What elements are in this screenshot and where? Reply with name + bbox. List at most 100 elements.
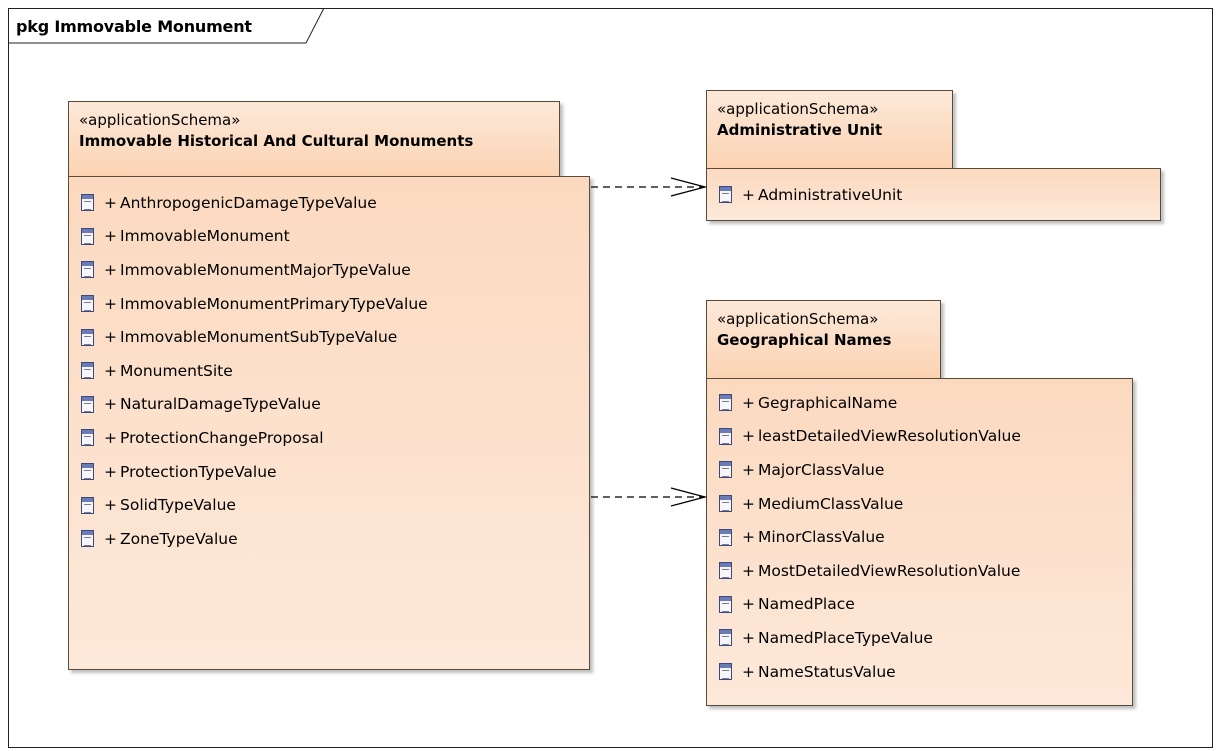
class-item[interactable]: +leastDetailedViewResolutionValue [719,420,1021,454]
class-item[interactable]: +MediumClassValue [719,487,1021,521]
class-item[interactable]: +AnthropogenicDamageTypeValue [81,186,428,220]
visibility-symbol: + [104,328,117,347]
class-name: ZoneTypeValue [120,529,238,548]
class-icon [81,194,94,212]
class-item[interactable]: +ImmovableMonumentPrimaryTypeValue [81,287,428,321]
visibility-symbol: + [742,662,755,681]
package-name: Administrative Unit [717,121,883,139]
class-item[interactable]: +MajorClassValue [719,453,1021,487]
visibility-symbol: + [742,427,755,446]
package-body: +GegraphicalName +leastDetailedViewResol… [706,378,1133,706]
class-item[interactable]: +ProtectionChangeProposal [81,421,428,455]
class-icon [81,261,94,279]
package-name: Geographical Names [717,331,892,349]
class-name: NaturalDamageTypeValue [120,395,321,414]
class-icon [81,463,94,481]
visibility-symbol: + [742,528,755,547]
class-icon [81,530,94,548]
class-name: NamedPlace [758,595,855,614]
class-icon [719,495,732,513]
class-icon [81,496,94,514]
package-name: Immovable Historical And Cultural Monume… [79,132,474,150]
package-tab: «applicationSchema» Geographical Names [706,300,941,379]
class-item[interactable]: +NamedPlace [719,588,1021,622]
class-icon [81,429,94,447]
visibility-symbol: + [742,595,755,614]
class-name: ImmovableMonumentPrimaryTypeValue [120,294,428,313]
visibility-symbol: + [742,460,755,479]
dependency-to-administrative-unit[interactable] [591,177,708,197]
package-stereotype: «applicationSchema» [717,100,879,118]
frame-title-tab [8,8,325,44]
visibility-symbol: + [104,260,117,279]
class-item[interactable]: +AdministrativeUnit [719,178,902,212]
class-list: +GegraphicalName +leastDetailedViewResol… [719,386,1021,688]
visibility-symbol: + [742,561,755,580]
class-name: AnthropogenicDamageTypeValue [120,193,377,212]
package-stereotype: «applicationSchema» [717,310,879,328]
class-icon [719,629,732,647]
visibility-symbol: + [104,428,117,447]
class-icon [719,562,732,580]
class-item[interactable]: +ProtectionTypeValue [81,455,428,489]
class-icon [81,227,94,245]
class-list: +AnthropogenicDamageTypeValue +Immovable… [81,186,428,556]
package-tab: «applicationSchema» Administrative Unit [706,90,953,169]
class-name: MonumentSite [120,361,233,380]
class-icon [719,663,732,681]
class-name: MajorClassValue [758,460,885,479]
class-icon [719,186,732,204]
package-body: +AdministrativeUnit [706,168,1161,221]
class-icon [719,595,732,613]
class-name: leastDetailedViewResolutionValue [758,427,1021,446]
class-icon [81,295,94,313]
class-item[interactable]: +GegraphicalName [719,386,1021,420]
visibility-symbol: + [742,185,755,204]
class-name: NamedPlaceTypeValue [758,628,933,647]
visibility-symbol: + [104,361,117,380]
visibility-symbol: + [104,462,117,481]
class-item[interactable]: +ImmovableMonument [81,220,428,254]
visibility-symbol: + [104,395,117,414]
class-item[interactable]: +ZoneTypeValue [81,522,428,556]
class-name: ImmovableMonumentMajorTypeValue [120,260,411,279]
visibility-symbol: + [104,294,117,313]
class-item[interactable]: +MinorClassValue [719,520,1021,554]
visibility-symbol: + [742,393,755,412]
class-name: ProtectionChangeProposal [120,428,324,447]
dependency-to-geographical-names[interactable] [591,487,708,507]
diagram-frame [8,8,1213,748]
visibility-symbol: + [104,227,117,246]
class-name: MediumClassValue [758,494,904,513]
class-item[interactable]: +NameStatusValue [719,655,1021,689]
class-item[interactable]: +SolidTypeValue [81,488,428,522]
class-icon [81,328,94,346]
class-item[interactable]: +NaturalDamageTypeValue [81,388,428,422]
package-stereotype: «applicationSchema» [79,111,241,129]
visibility-symbol: + [104,193,117,212]
class-name: AdministrativeUnit [758,185,903,204]
class-icon [719,427,732,445]
class-item[interactable]: +ImmovableMonumentSubTypeValue [81,320,428,354]
diagram-title: pkg Immovable Monument [16,17,252,36]
class-name: ProtectionTypeValue [120,462,277,481]
class-icon [81,395,94,413]
class-name: ImmovableMonumentSubTypeValue [120,328,398,347]
visibility-symbol: + [104,529,117,548]
class-icon [81,362,94,380]
class-item[interactable]: +MonumentSite [81,354,428,388]
class-item[interactable]: +ImmovableMonumentMajorTypeValue [81,253,428,287]
class-item[interactable]: +NamedPlaceTypeValue [719,621,1021,655]
class-icon [719,461,732,479]
class-icon [719,528,732,546]
class-name: ImmovableMonument [120,227,290,246]
class-name: SolidTypeValue [120,496,236,515]
class-name: GegraphicalName [758,393,898,412]
package-tab: «applicationSchema» Immovable Historical… [68,101,560,177]
class-item[interactable]: +MostDetailedViewResolutionValue [719,554,1021,588]
class-name: MostDetailedViewResolutionValue [758,561,1021,580]
class-list: +AdministrativeUnit [719,178,902,212]
visibility-symbol: + [742,494,755,513]
class-name: NameStatusValue [758,662,896,681]
